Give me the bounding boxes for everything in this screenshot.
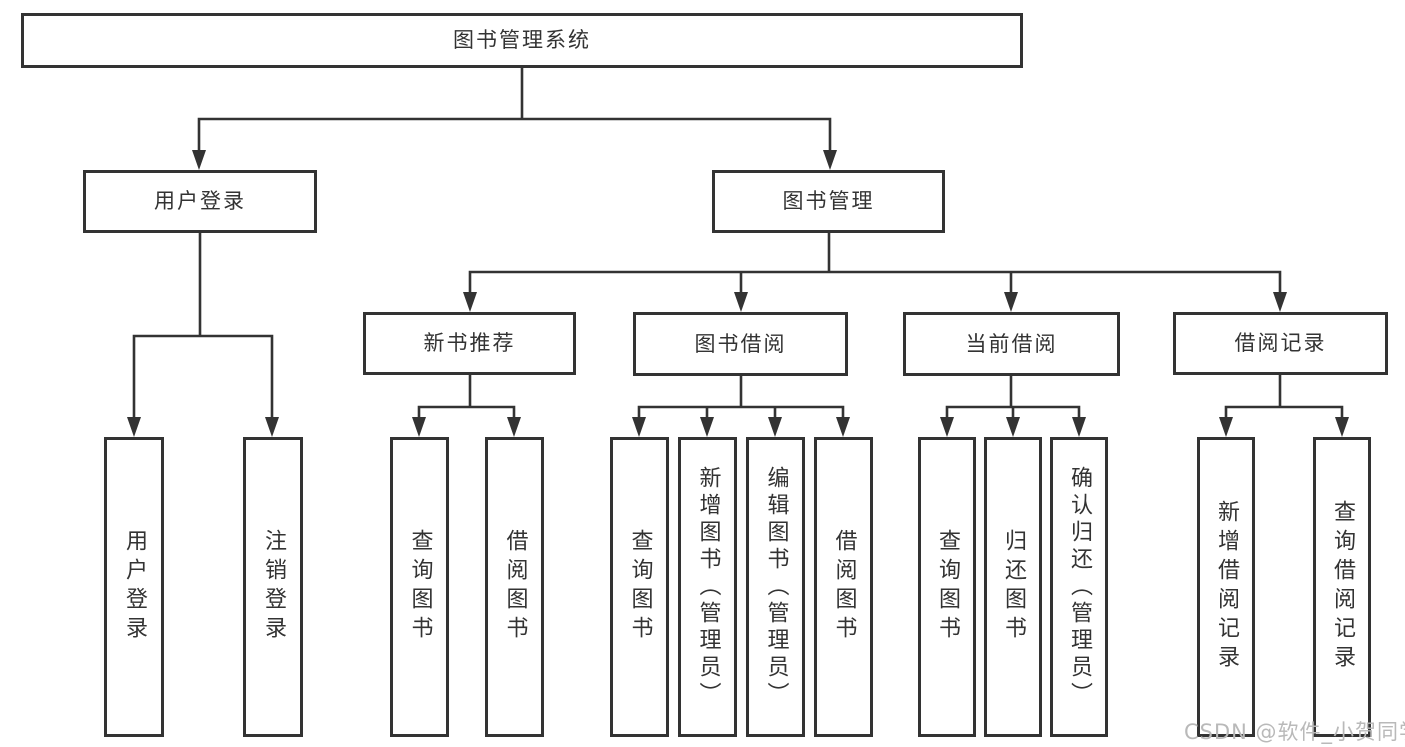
leaf-query-borrow-record: 查询借阅记录 — [1313, 437, 1371, 737]
leaf-query-borrow-record-label: 查询借阅记录 — [1330, 500, 1355, 674]
leaf-user-login: 用户登录 — [104, 437, 164, 737]
connector-level1-branch — [197, 117, 832, 156]
node-root: 图书管理系统 — [21, 13, 1023, 68]
leaf-return-book-label: 归还图书 — [1001, 529, 1026, 645]
node-borrow-records-label: 借阅记录 — [1234, 331, 1327, 355]
leaf-confirm-return-admin-label: 确认归还（管理员） — [1067, 465, 1092, 709]
arrowhead — [700, 417, 714, 437]
leaf-query-books-borrow: 查询图书 — [610, 437, 669, 737]
arrowhead — [768, 417, 782, 437]
arrowhead — [1273, 292, 1287, 312]
arrowhead — [1072, 417, 1086, 437]
node-book-management: 图书管理 — [712, 170, 945, 233]
connector-userlogin-branch — [132, 334, 274, 424]
node-new-book-recommend: 新书推荐 — [363, 312, 576, 375]
leaf-logout-label: 注销登录 — [261, 529, 286, 645]
arrowhead — [507, 417, 521, 437]
leaf-confirm-return-admin: 确认归还（管理员） — [1050, 437, 1108, 737]
connector-bookborrow-branch — [637, 405, 845, 424]
leaf-add-borrow-record: 新增借阅记录 — [1197, 437, 1255, 737]
arrowhead — [836, 417, 850, 437]
leaf-borrow-books-recommend-label: 借阅图书 — [502, 529, 528, 645]
leaf-query-books-borrow-label: 查询图书 — [627, 529, 653, 645]
node-current-borrow-label: 当前借阅 — [965, 331, 1058, 356]
leaf-logout: 注销登录 — [243, 437, 303, 737]
arrowhead — [632, 417, 646, 437]
node-user-login: 用户登录 — [83, 170, 317, 233]
arrowhead — [1335, 417, 1349, 437]
leaf-add-book-admin-label: 新增图书（管理员） — [695, 465, 721, 709]
arrowhead — [463, 292, 477, 312]
node-root-label: 图书管理系统 — [453, 28, 591, 52]
leaf-query-books-current: 查询图书 — [918, 437, 976, 737]
connector-newbook-branch — [417, 405, 516, 424]
node-book-management-label: 图书管理 — [782, 189, 875, 213]
node-user-login-label: 用户登录 — [154, 189, 246, 213]
leaf-edit-book-admin-label: 编辑图书（管理员） — [763, 465, 789, 709]
arrowheads — [127, 150, 1349, 437]
arrowhead — [940, 417, 954, 437]
leaf-borrow-books-recommend: 借阅图书 — [485, 437, 544, 737]
node-new-book-recommend-label: 新书推荐 — [423, 331, 516, 355]
node-borrow-records: 借阅记录 — [1173, 312, 1388, 375]
leaf-add-book-admin: 新增图书（管理员） — [678, 437, 737, 737]
leaf-query-books-recommend: 查询图书 — [390, 437, 449, 737]
leaf-edit-book-admin: 编辑图书（管理员） — [746, 437, 805, 737]
connector-borrowrecords-branch — [1224, 405, 1344, 424]
node-book-borrow: 图书借阅 — [633, 312, 848, 376]
arrowhead — [412, 417, 426, 437]
arrowhead — [265, 417, 279, 437]
node-current-borrow: 当前借阅 — [903, 312, 1120, 376]
arrowhead — [1006, 417, 1020, 437]
leaf-query-books-recommend-label: 查询图书 — [407, 529, 433, 645]
arrowhead — [127, 417, 141, 437]
arrowhead — [1004, 292, 1018, 312]
leaf-borrow-books: 借阅图书 — [814, 437, 873, 737]
arrowhead — [823, 150, 837, 170]
leaf-add-borrow-record-label: 新增借阅记录 — [1214, 500, 1239, 674]
arrowhead — [1219, 417, 1233, 437]
connector-level3-branch — [468, 270, 1282, 298]
watermark-text: CSDN @软件_小贺同学 — [1184, 720, 1405, 744]
leaf-return-book: 归还图书 — [984, 437, 1042, 737]
leaf-query-books-current-label: 查询图书 — [935, 529, 960, 645]
leaf-borrow-books-label: 借阅图书 — [831, 529, 857, 645]
arrowhead — [734, 292, 748, 312]
node-book-borrow-label: 图书借阅 — [694, 331, 787, 356]
leaf-user-login-label: 用户登录 — [122, 529, 147, 645]
arrowhead — [192, 150, 206, 170]
